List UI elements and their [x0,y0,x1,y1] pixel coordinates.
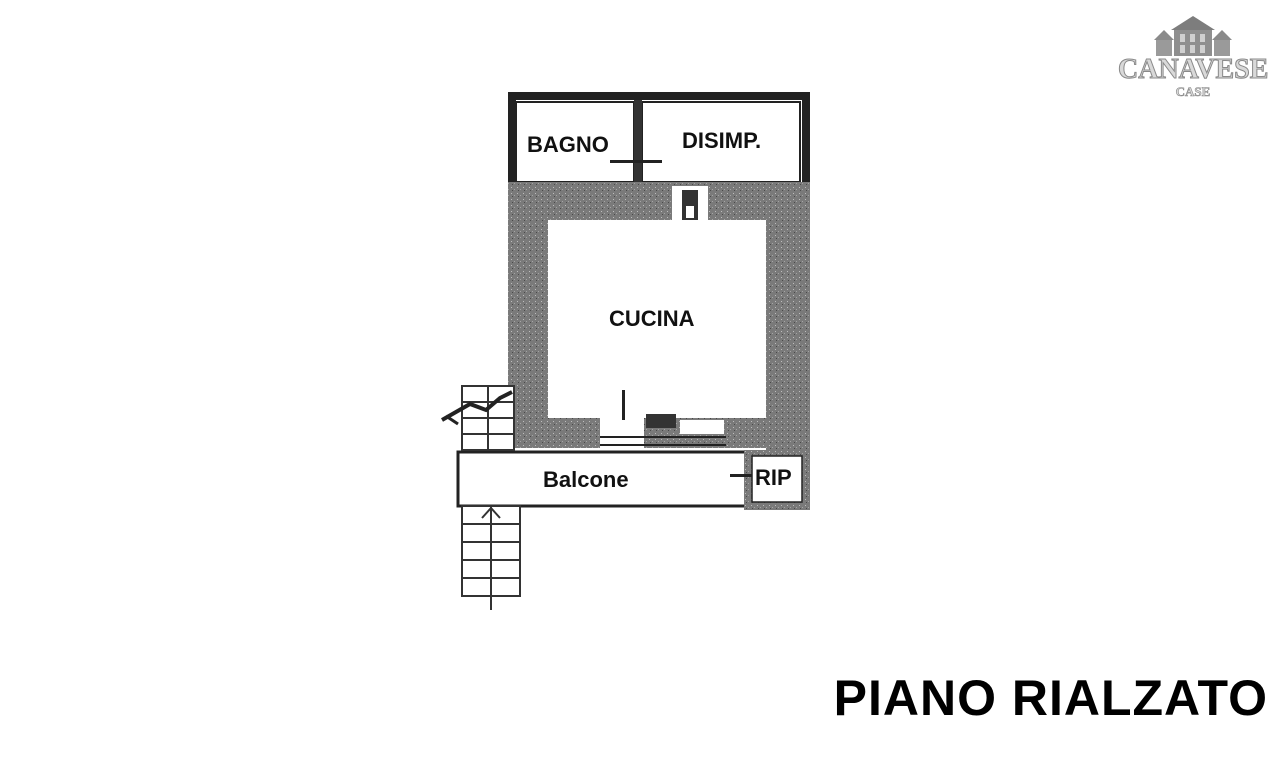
logo-wordmark: CANAVESE [1118,54,1269,86]
staircase [441,385,521,610]
logo-subtitle: CASE [1175,84,1211,100]
room-label-rip: RIP [755,465,792,490]
floor-title: PIANO RIALZATO [833,670,1268,726]
room-label-disimp: DISIMP. [682,128,762,153]
brand-logo: CANAVESE CASE [1118,14,1269,100]
room-label-bagno: BAGNO [527,132,609,157]
balcony-outline [456,450,810,510]
room-label-balcone: Balcone [543,467,629,492]
kitchen-walls [508,182,810,450]
houses-icon [1154,16,1232,56]
room-label-cucina: CUCINA [609,306,695,331]
